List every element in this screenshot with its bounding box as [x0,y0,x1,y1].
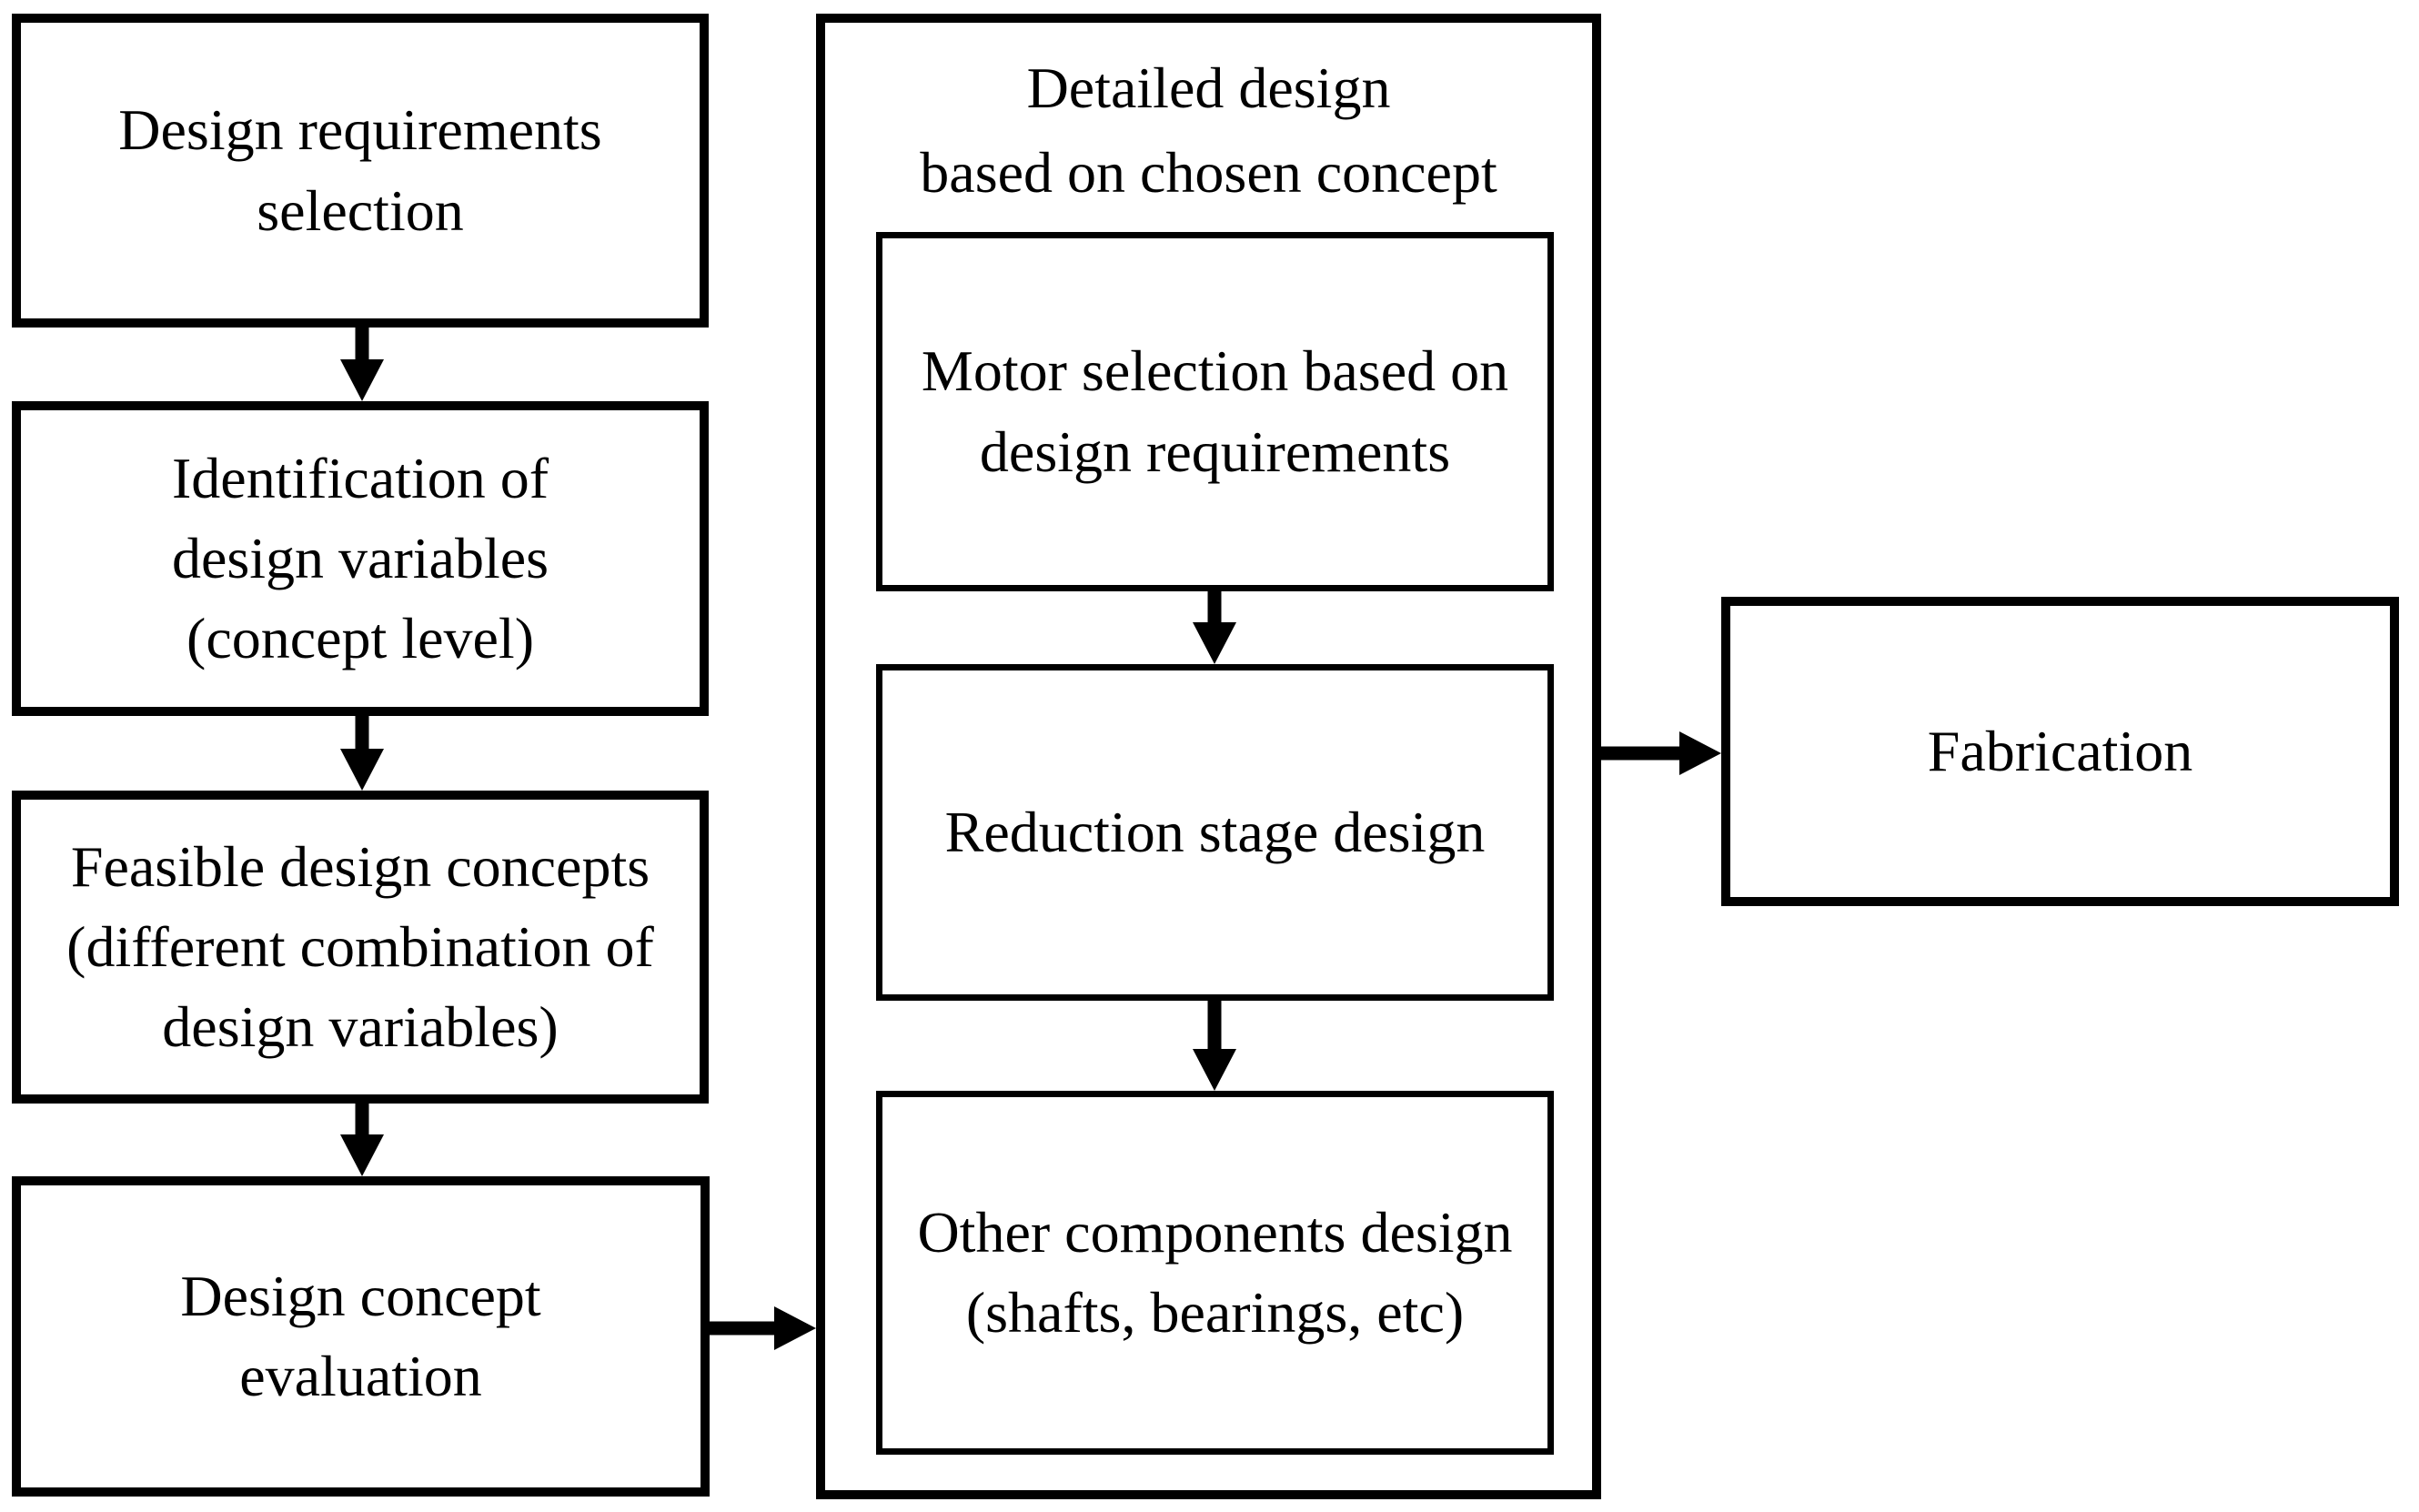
feasible-design-concepts-box: Feasible design concepts (different comb… [12,791,709,1104]
box-text-line: selection [257,177,464,243]
box-text-line: (different combination of [66,913,654,979]
box-text-line: Feasible design concepts [70,833,650,899]
arrow-stem [709,1321,774,1336]
down-arrow [1189,591,1240,664]
box-text: Design concept evaluation [180,1256,540,1417]
arrow-stem [355,1104,369,1134]
box-text-line: Design requirements [118,97,602,163]
reduction-stage-design-box: Reduction stage design [876,664,1554,1001]
box-text: Fabrication [1928,711,2192,791]
box-text: Design requirements selection [118,90,601,251]
box-text: Other components design (shafts, bearing… [917,1193,1512,1354]
box-text: Identification of design variables (conc… [172,438,549,680]
right-arrow [709,1303,816,1354]
box-text-line: (concept level) [186,606,534,671]
box-text-line: Other components design [917,1199,1513,1265]
arrow-stem [1207,591,1222,622]
other-components-design-box: Other components design (shafts, bearing… [876,1091,1554,1455]
arrow-stem [1600,746,1679,761]
design-requirements-selection-box: Design requirements selection [12,14,709,328]
arrow-stem [355,716,369,749]
box-text-line: Fabrication [1927,718,2193,783]
box-text-line: Design concept [180,1263,541,1328]
box-text-line: Reduction stage design [944,799,1486,864]
box-text-line: Motor selection based on [921,338,1509,404]
detailed-design-group-title: Detailed design based on chosen concept [825,46,1592,216]
box-text-line: design requirements [979,418,1451,484]
arrow-head-icon [340,359,384,401]
motor-selection-box: Motor selection based on design requirem… [876,232,1554,591]
arrow-stem [355,328,369,359]
arrow-head-icon [774,1306,816,1350]
right-arrow [1600,728,1721,779]
identification-of-design-variables-box: Identification of design variables (conc… [12,401,709,716]
box-text-line: design variables [171,525,549,590]
fabrication-box: Fabrication [1721,597,2399,906]
down-arrow [337,328,388,401]
arrow-head-icon [340,749,384,791]
arrow-head-icon [340,1134,384,1176]
arrow-head-icon [1193,1049,1236,1091]
box-text-line: (shafts, bearings, etc) [965,1280,1465,1345]
down-arrow [337,1104,388,1176]
box-text: Motor selection based on design requirem… [922,331,1508,492]
down-arrow [1189,1001,1240,1091]
arrow-stem [1207,1001,1222,1049]
box-text-line: Identification of [171,445,549,510]
box-text: Feasible design concepts (different comb… [66,827,654,1068]
group-title-line: Detailed design [1026,55,1391,120]
down-arrow [337,716,388,791]
design-concept-evaluation-box: Design concept evaluation [12,1176,710,1497]
box-text: Reduction stage design [945,792,1486,872]
arrow-head-icon [1679,731,1721,775]
arrow-head-icon [1193,622,1236,664]
box-text-line: design variables) [162,994,559,1060]
box-text-line: evaluation [239,1344,482,1408]
group-title-line: based on chosen concept [920,139,1497,205]
